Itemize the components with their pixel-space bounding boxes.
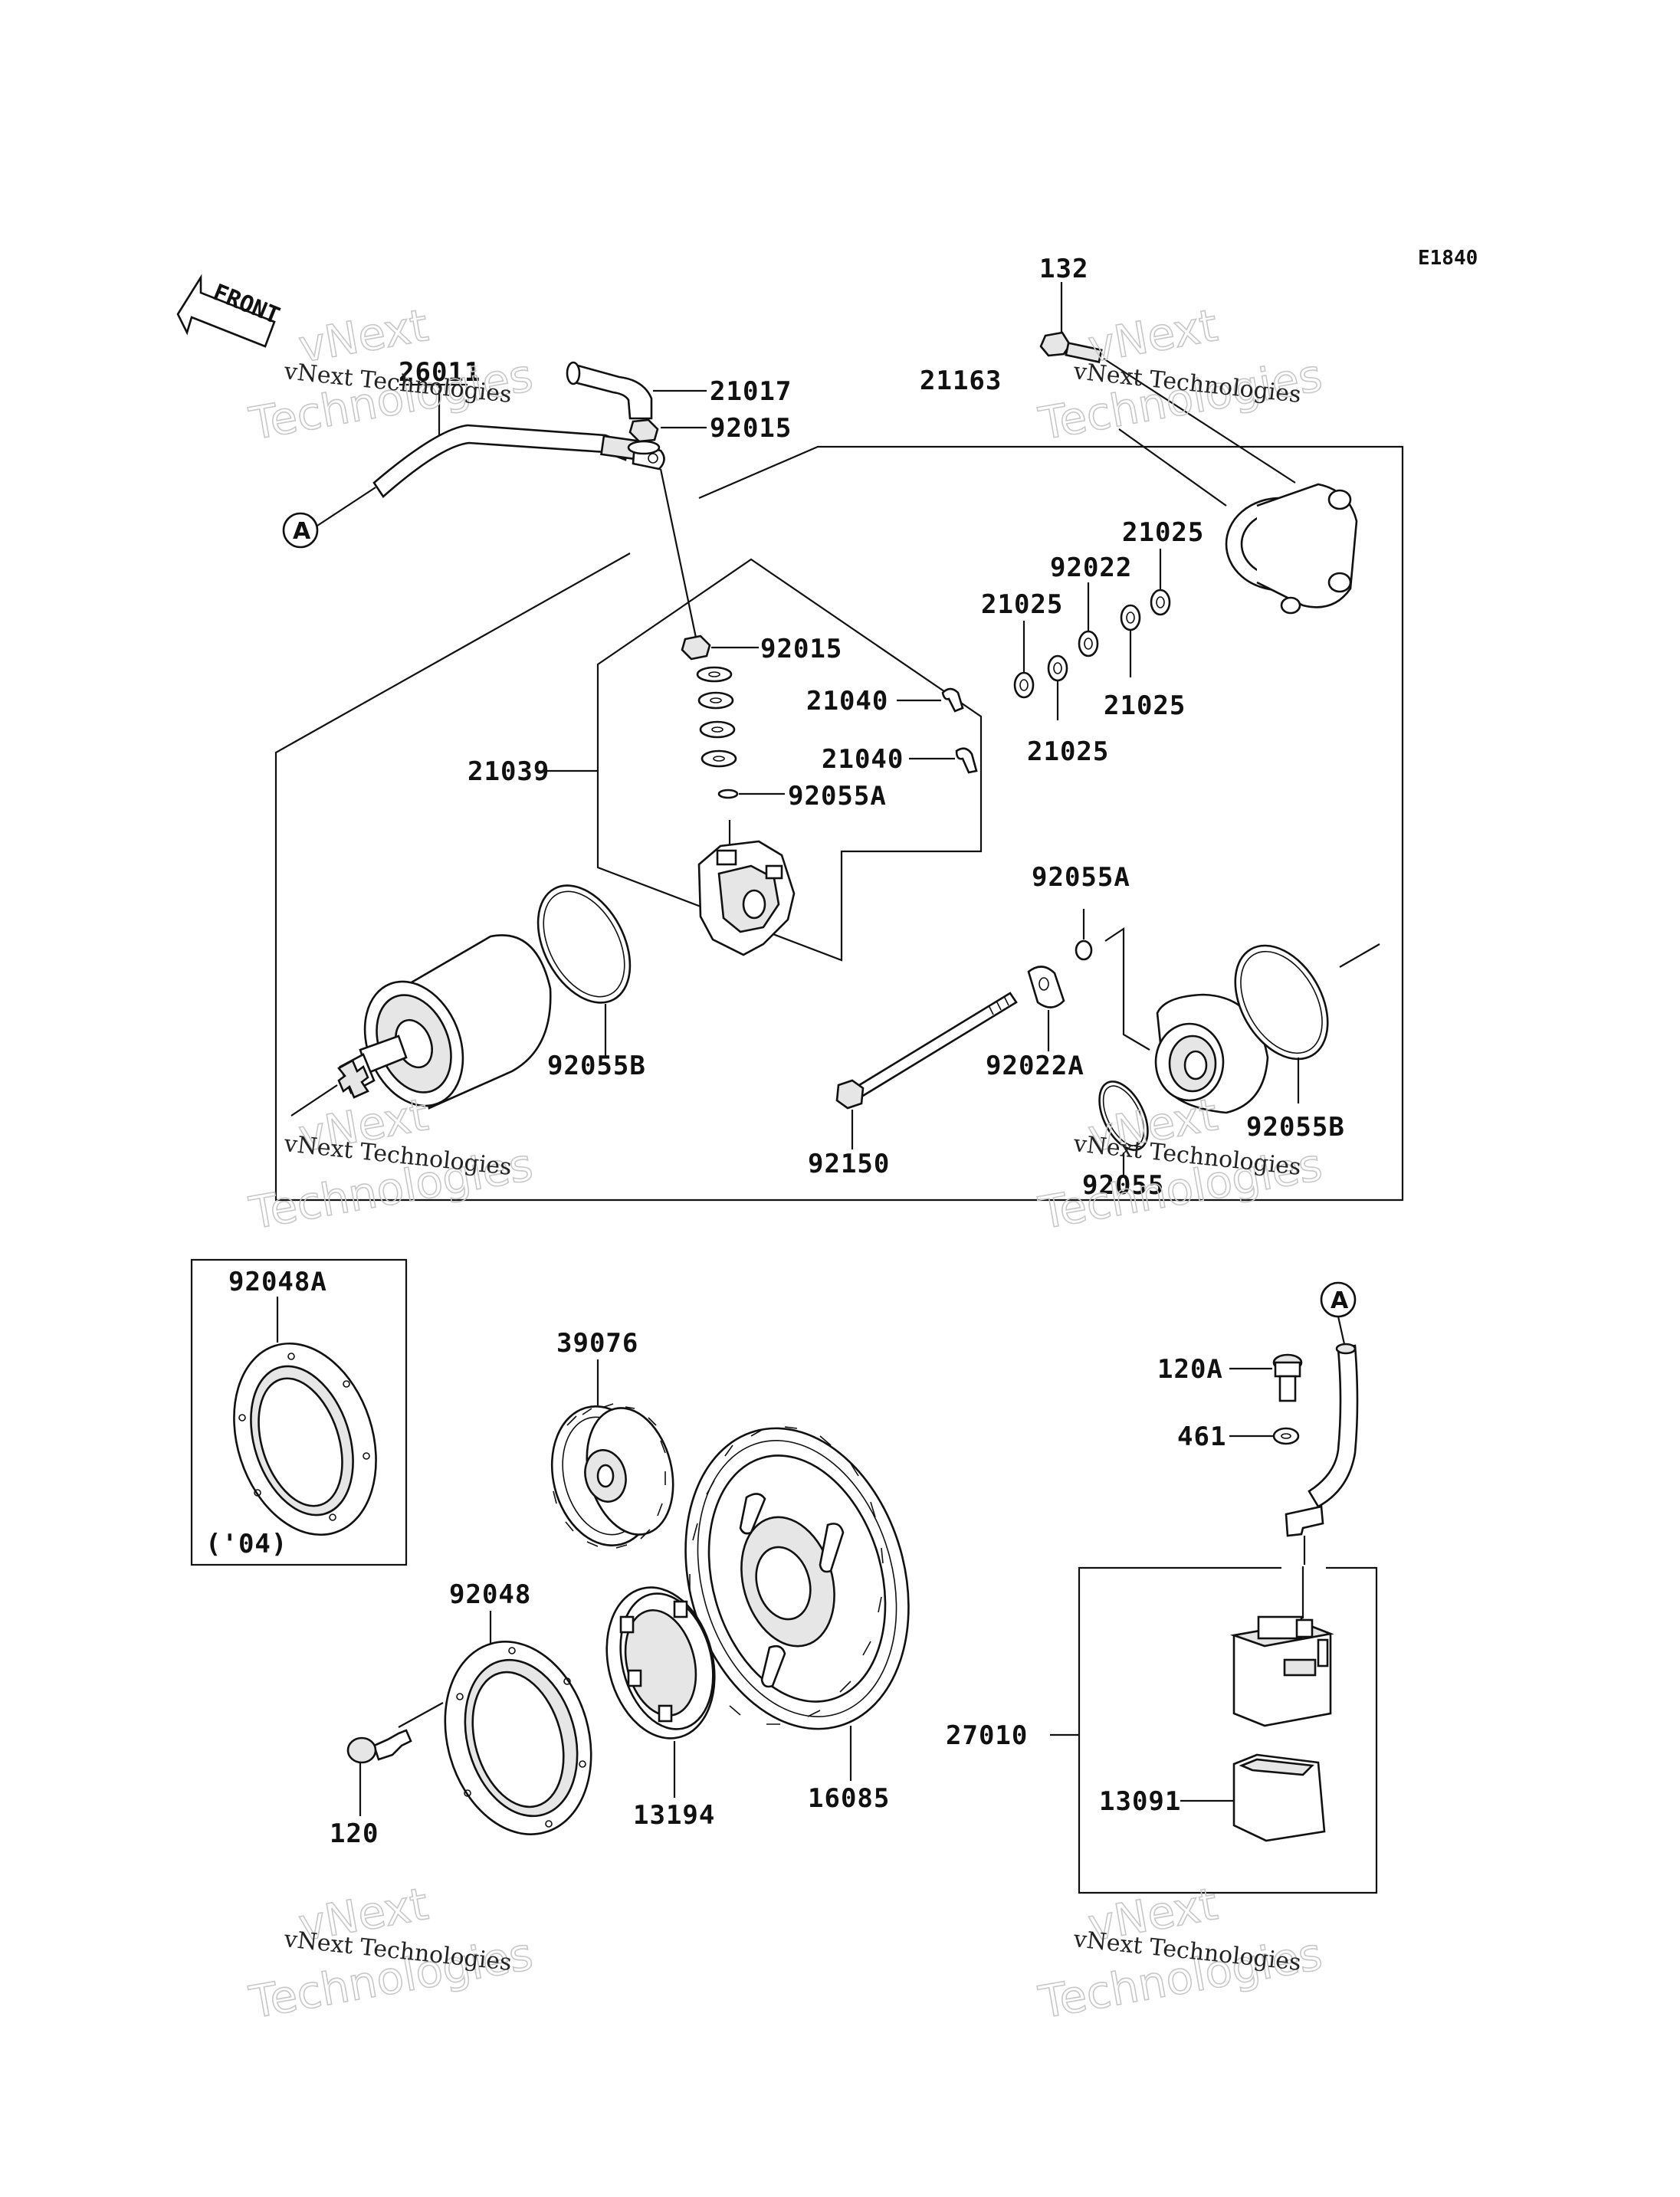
idle-gear-39076 xyxy=(550,1359,674,1549)
starter-relay-frame xyxy=(1050,1566,1378,1894)
label-92022a: 92022A xyxy=(986,1051,1084,1081)
terminal-cover-part xyxy=(566,361,707,420)
bolt-132 xyxy=(1039,282,1103,363)
label-21017: 21017 xyxy=(710,376,792,407)
washer-461 xyxy=(1229,1427,1300,1445)
label-120: 120 xyxy=(330,1818,379,1849)
label-21040-a: 21040 xyxy=(806,686,888,716)
label-27010: 27010 xyxy=(946,1720,1028,1751)
label-21025-d: 21025 xyxy=(1027,736,1109,767)
relay-cover-13091 xyxy=(1180,1753,1326,1842)
nut-92015-top xyxy=(627,418,707,455)
ref-circle-a-top: A xyxy=(282,487,376,549)
o-ring-92055b-left xyxy=(536,884,632,1056)
label-92150: 92150 xyxy=(808,1149,890,1179)
label-13194: 13194 xyxy=(633,1800,715,1831)
label-21025-c: 21025 xyxy=(1104,690,1186,721)
label-04-note: ('04) xyxy=(205,1529,287,1559)
label-21039: 21039 xyxy=(468,756,550,787)
washer-92022a xyxy=(1027,966,1065,1051)
watermark-top-right: vNext Technologies xyxy=(1034,298,1326,451)
bolt-120 xyxy=(346,1702,444,1816)
battery-lead-cable xyxy=(1285,1343,1359,1565)
label-21163: 21163 xyxy=(920,366,1002,396)
label-92048: 92048 xyxy=(449,1579,531,1610)
shim-washers xyxy=(1013,549,1171,720)
brush-plate-part xyxy=(697,820,796,956)
label-16085: 16085 xyxy=(808,1783,890,1814)
brush-holder-frame xyxy=(596,558,983,962)
through-bolt-92150 xyxy=(835,992,1018,1149)
oil-seal-inset-frame xyxy=(190,1258,408,1566)
o-ring-92055b-right xyxy=(1234,943,1380,1103)
diagram-code: E1840 xyxy=(1418,247,1478,270)
label-92048a: 92048A xyxy=(228,1267,327,1297)
svg-text:A: A xyxy=(293,518,311,545)
label-92055a-b: 92055A xyxy=(1032,862,1130,893)
label-92022: 92022 xyxy=(1050,553,1132,583)
one-way-clutch-13194 xyxy=(605,1586,716,1798)
label-26011: 26011 xyxy=(399,357,481,388)
end-cover-part xyxy=(1225,483,1358,615)
starter-motor-group-frame xyxy=(274,445,1404,1202)
label-92055b-a: 92055B xyxy=(547,1051,646,1081)
label-39076: 39076 xyxy=(556,1328,638,1359)
nut-92015-mid xyxy=(681,635,759,768)
label-92055b-b: 92055B xyxy=(1246,1112,1345,1143)
o-ring-92055a-small xyxy=(717,789,785,799)
label-92055: 92055 xyxy=(1082,1170,1164,1201)
screw-120a xyxy=(1229,1353,1303,1402)
label-92055a-a: 92055A xyxy=(788,781,887,812)
o-ring-92055a-right xyxy=(1075,909,1093,961)
label-92015-mid: 92015 xyxy=(760,634,842,664)
starter-motor-body xyxy=(290,934,552,1117)
label-21025-a: 21025 xyxy=(1122,517,1204,548)
oil-seal-92048 xyxy=(444,1611,592,1835)
label-132: 132 xyxy=(1039,254,1088,284)
label-13091: 13091 xyxy=(1099,1786,1181,1817)
label-461: 461 xyxy=(1177,1421,1226,1452)
label-21025-b: 21025 xyxy=(981,589,1063,620)
label-120a: 120A xyxy=(1157,1354,1223,1385)
svg-text:A: A xyxy=(1331,1287,1349,1314)
label-92015-top: 92015 xyxy=(710,413,792,444)
gear-side-cover-part xyxy=(1104,926,1269,1114)
brush-spring-parts xyxy=(897,687,978,774)
o-ring-92055 xyxy=(1098,1080,1149,1177)
starter-clutch-gear-16085 xyxy=(684,1426,910,1781)
ref-circle-a-right: A xyxy=(1320,1281,1357,1345)
label-21040-b: 21040 xyxy=(822,744,904,775)
front-arrow-icon: FRONT xyxy=(176,274,284,348)
